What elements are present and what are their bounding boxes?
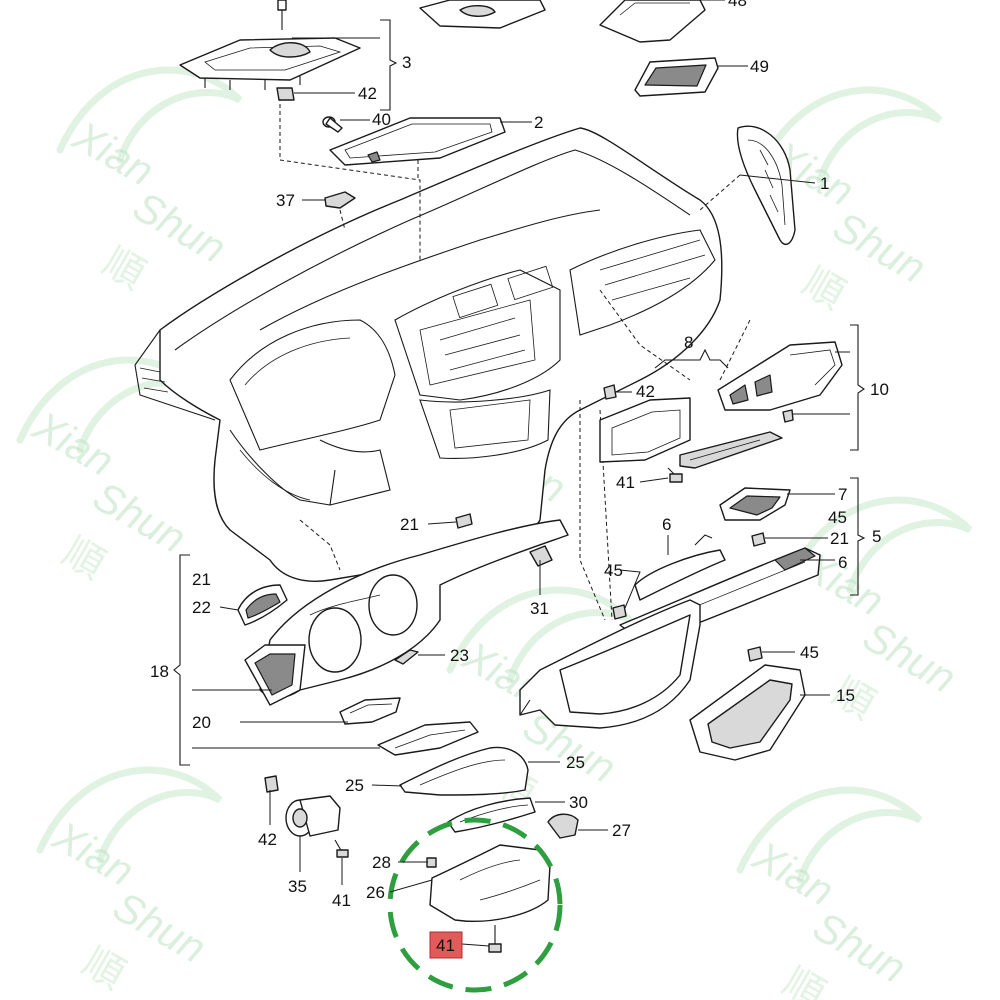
callout-40: 40 <box>372 110 391 129</box>
callout-45: 45 <box>828 508 847 527</box>
watermark-text: Xian <box>745 832 842 915</box>
part-21-clip <box>751 532 766 547</box>
callout-42: 42 <box>258 830 277 849</box>
part-41-screw <box>488 925 502 953</box>
part-48-cover <box>599 0 706 43</box>
part-37-clip <box>324 191 356 209</box>
callout-41-highlighted: 41 <box>436 936 455 955</box>
callout-20: 20 <box>192 713 211 732</box>
part-28-nut <box>426 857 437 868</box>
watermark-cjk: 順 <box>795 259 853 319</box>
callout-6: 6 <box>662 515 671 534</box>
callout-42: 42 <box>358 84 377 103</box>
callout-15: 15 <box>836 686 855 705</box>
watermark-cjk: 順 <box>95 239 153 299</box>
callout-25: 25 <box>345 776 364 795</box>
bracket-group <box>173 19 866 766</box>
part-35-switch <box>285 795 349 858</box>
callout-25: 25 <box>566 753 585 772</box>
watermark-text: Xian <box>45 812 142 895</box>
part-40-screw <box>322 116 343 133</box>
part-18-cluster-trim <box>244 519 569 706</box>
part-15-display-bezel <box>689 664 806 761</box>
watermark-logo: Xian Shun 順 <box>56 66 243 299</box>
callout-35: 35 <box>288 877 307 896</box>
callout-2: 2 <box>534 113 543 132</box>
watermark-cjk: 順 <box>75 939 133 999</box>
callout-48: 48 <box>728 0 747 10</box>
part-8-vent <box>599 384 691 483</box>
callout-labels: 48 49 3 42 40 2 1 37 8 42 10 41 7 45 5 2… <box>150 0 889 959</box>
callout-37: 37 <box>276 191 295 210</box>
part-10-clip <box>782 409 794 423</box>
highlight-badge <box>429 931 463 959</box>
part-3-bracket <box>179 0 361 90</box>
callout-49: 49 <box>750 57 769 76</box>
part-45-clip <box>612 604 627 620</box>
watermark-logo: Xian Shun 順 <box>36 766 223 999</box>
part-22-vent <box>237 584 288 626</box>
callout-22: 22 <box>192 598 211 617</box>
callout-21: 21 <box>400 515 419 534</box>
callout-41: 41 <box>616 473 635 492</box>
part-31-pad <box>529 545 553 567</box>
watermark-cjk: 順 <box>55 529 113 589</box>
callout-18: 18 <box>150 662 169 681</box>
callout-41: 41 <box>332 891 351 910</box>
callout-3: 3 <box>402 53 411 72</box>
callout-26: 26 <box>366 883 385 902</box>
callout-5: 5 <box>872 527 881 546</box>
callout-42: 42 <box>636 382 655 401</box>
callout-6: 6 <box>838 553 847 572</box>
dashboard-panel <box>134 127 723 582</box>
part-6-upper-trim <box>634 534 726 601</box>
label-leaders <box>192 0 850 947</box>
part-1-side-panel <box>736 125 796 245</box>
callout-10: 10 <box>870 380 889 399</box>
callout-21: 21 <box>830 529 849 548</box>
part-30-trim <box>447 797 536 833</box>
watermark-cjk: 順 <box>775 959 833 1000</box>
part-23-clip <box>394 649 419 665</box>
callout-8: 8 <box>684 333 693 352</box>
watermark-text: Xian <box>25 402 122 485</box>
part-45-clip <box>747 646 763 662</box>
callout-21: 21 <box>192 570 211 589</box>
watermark-text: Xian <box>65 112 162 195</box>
highlight-circle <box>387 817 563 993</box>
callout-30: 30 <box>569 793 588 812</box>
part-20-knee-trim <box>377 721 479 756</box>
part-center-trim-panel <box>519 599 701 729</box>
part-8-trim-strip <box>679 431 783 469</box>
part-21-clip <box>455 513 473 529</box>
part-20-lower-trim <box>339 697 401 725</box>
part-42-clip <box>276 87 295 101</box>
callout-45: 45 <box>604 561 623 580</box>
part-top-center-trim <box>419 0 546 29</box>
part-42-clip <box>264 775 279 793</box>
callout-45: 45 <box>800 643 819 662</box>
callout-1: 1 <box>820 174 829 193</box>
part-26-lower-shroud <box>429 844 551 922</box>
part-25-column-cover <box>399 746 529 796</box>
callout-27: 27 <box>612 821 631 840</box>
callout-28: 28 <box>372 853 391 872</box>
watermark-logo: Xian Shun 順 <box>736 786 923 1000</box>
part-27-cap <box>547 813 579 839</box>
part-7-vent <box>719 487 791 521</box>
watermark-logo: Xian Shun 順 <box>16 356 203 589</box>
part-10-vent <box>717 341 843 411</box>
part-49-vent-frame <box>634 57 719 97</box>
callout-7: 7 <box>838 485 847 504</box>
callout-31: 31 <box>530 599 549 618</box>
callout-23: 23 <box>450 646 469 665</box>
part-2-storage-tray <box>329 117 506 166</box>
